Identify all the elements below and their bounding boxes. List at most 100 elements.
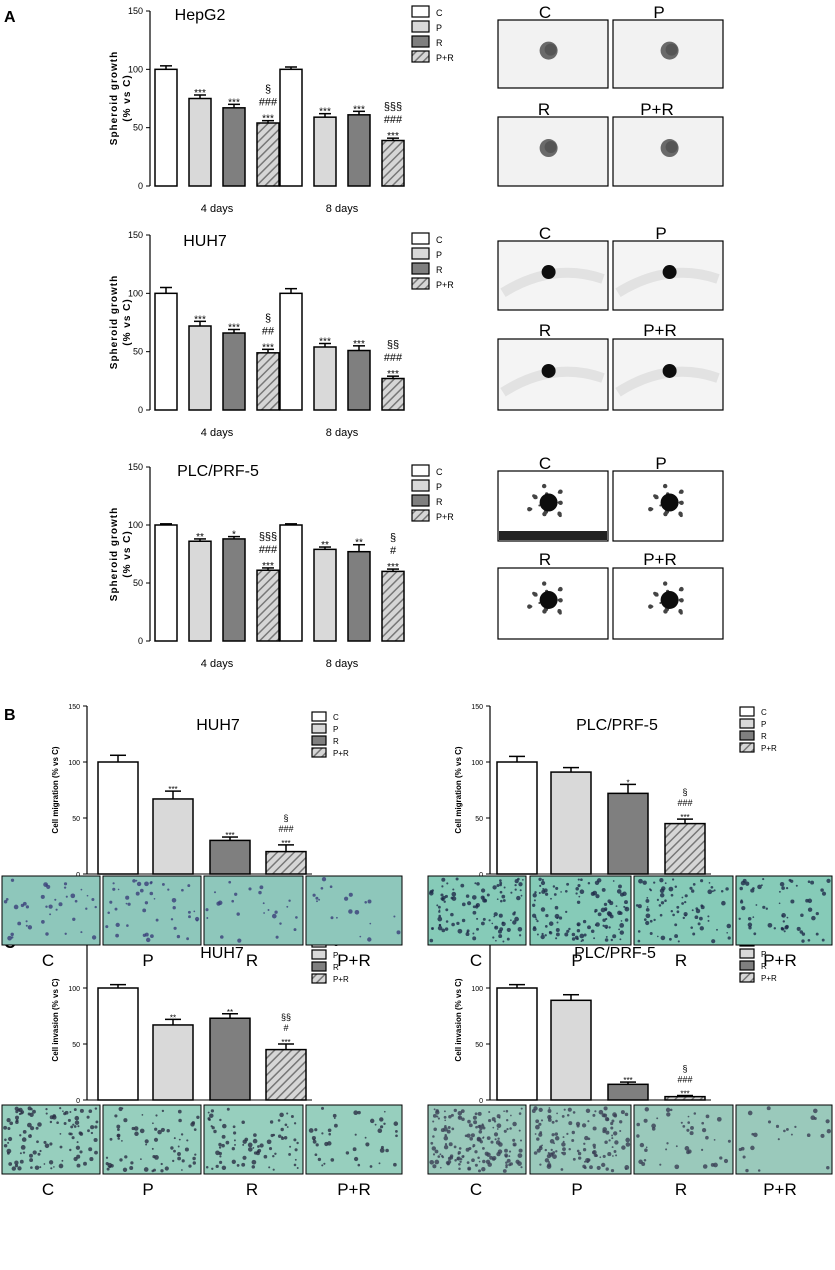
stained-cell <box>552 1151 556 1155</box>
stained-cell <box>778 890 781 893</box>
stained-cell <box>444 1119 447 1122</box>
stained-cell <box>457 1110 463 1116</box>
stained-cell <box>616 889 622 894</box>
stained-cell <box>121 1140 123 1142</box>
strip-label: R <box>246 951 258 970</box>
stained-cell <box>520 894 523 897</box>
cell-dot <box>558 489 563 494</box>
stained-cell <box>330 1158 335 1162</box>
stained-cell <box>80 931 83 934</box>
stained-cell <box>286 1112 289 1115</box>
stained-cell <box>474 1150 478 1154</box>
stained-cell <box>538 1132 543 1137</box>
stained-cell <box>219 1118 222 1122</box>
stained-cell <box>564 889 568 893</box>
cell-dot <box>653 494 657 498</box>
stained-cell <box>499 890 503 894</box>
stained-cell <box>429 938 434 943</box>
stained-cell <box>73 1108 77 1112</box>
stained-cell <box>707 915 710 918</box>
stained-cell <box>252 1147 255 1149</box>
stained-cell <box>513 1144 516 1147</box>
cell-dot <box>527 506 532 512</box>
stained-cell <box>672 913 675 917</box>
stained-cell <box>506 1158 511 1163</box>
stained-cell <box>578 1156 582 1160</box>
stained-cell <box>94 1150 98 1155</box>
stained-cell <box>643 1118 648 1123</box>
stained-cell <box>619 923 625 928</box>
legend-swatch <box>411 5 430 18</box>
stained-cell <box>379 1125 384 1129</box>
stained-image-frame <box>305 875 403 946</box>
stained-cell <box>619 1120 623 1124</box>
stained-cell <box>221 1143 225 1148</box>
stained-cell <box>576 922 581 927</box>
legend-label: R <box>761 732 767 741</box>
cell-dot <box>659 504 662 507</box>
stained-cell <box>94 905 97 909</box>
legend-label: P <box>333 725 338 734</box>
stained-cell <box>624 900 628 905</box>
stained-cell <box>184 1147 189 1152</box>
stained-cell <box>544 1148 547 1152</box>
stained-cell <box>636 1134 640 1138</box>
chart-title: PLC/PRF-5 <box>576 717 658 734</box>
bar <box>313 116 337 187</box>
stained-cell <box>460 1109 465 1113</box>
cell-dot <box>679 489 684 494</box>
stained-cell <box>444 927 449 931</box>
y-label-line: (% vs C) <box>122 298 133 345</box>
stained-cell <box>604 1140 608 1145</box>
stained-cell <box>603 902 608 907</box>
stained-cell <box>496 898 499 901</box>
stained-cell <box>815 911 819 916</box>
stained-cell <box>674 1164 680 1170</box>
stained-cell <box>283 1136 288 1140</box>
bar <box>188 97 212 187</box>
stained-cell <box>747 1110 753 1116</box>
stained-cell <box>554 1132 559 1136</box>
stained-cell <box>584 1160 586 1163</box>
cell-dot <box>527 604 532 609</box>
stained-cell <box>125 895 130 900</box>
stained-cell <box>618 884 622 889</box>
stained-cell <box>29 1158 34 1163</box>
bar <box>347 550 371 642</box>
stained-cell <box>579 889 585 894</box>
legend-swatch <box>411 50 430 63</box>
legend-swatch <box>411 262 430 275</box>
stained-cell <box>492 1155 497 1161</box>
stained-cell <box>566 882 570 886</box>
stained-cell <box>457 1150 461 1155</box>
spheroid-core <box>544 43 557 56</box>
stained-cell <box>72 1123 75 1126</box>
stained-cell <box>549 931 553 935</box>
stained-cell <box>181 1169 183 1171</box>
cell-dot <box>663 511 668 517</box>
stained-cell <box>539 1163 542 1166</box>
stained-cell <box>561 1142 566 1147</box>
stained-cell <box>498 934 503 939</box>
y-tick-label: 150 <box>128 6 143 16</box>
stained-cell <box>684 1146 690 1151</box>
stained-cell <box>666 1112 671 1117</box>
stained-cell <box>62 1110 64 1112</box>
stained-cell <box>215 1164 219 1169</box>
stained-cell <box>548 921 554 926</box>
legend-swatch <box>411 494 430 507</box>
stained-cell <box>785 886 789 890</box>
stained-cell <box>54 898 57 901</box>
stained-cell <box>701 1121 705 1125</box>
stained-cell <box>555 1119 558 1123</box>
stained-cell <box>461 1117 465 1121</box>
stained-cell <box>547 1118 552 1122</box>
stained-cell <box>353 1156 359 1162</box>
stained-cell <box>752 916 755 918</box>
stained-cell <box>813 1108 818 1114</box>
stained-cell <box>596 1165 601 1170</box>
